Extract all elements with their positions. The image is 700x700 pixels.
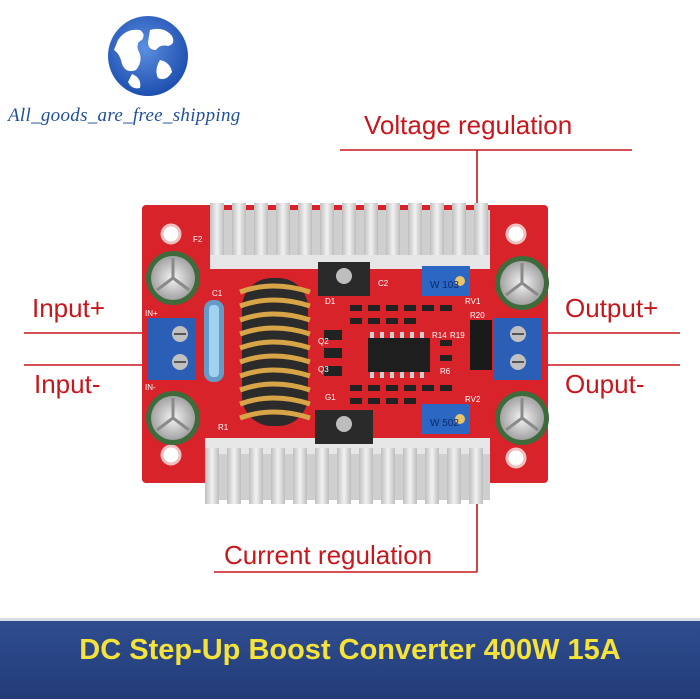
capacitor-top-left bbox=[146, 251, 200, 305]
mark-r6: R6 bbox=[440, 367, 451, 376]
silkscreen: W 103 W 502 RV1 RV2 R20 R14 R19 R6 D1 C2… bbox=[145, 235, 485, 432]
mark-in-minus: IN- bbox=[145, 383, 156, 392]
potentiometer-voltage bbox=[422, 266, 470, 296]
mark-d1: D1 bbox=[325, 297, 336, 306]
heatsink-bottom bbox=[205, 438, 490, 504]
input-terminal bbox=[148, 318, 196, 380]
mark-c1: C1 bbox=[212, 289, 223, 298]
toroid-inductor bbox=[239, 278, 311, 426]
mark-q2: Q2 bbox=[318, 337, 329, 346]
heatsink-top bbox=[210, 203, 490, 269]
output-minus-label: Ouput- bbox=[565, 369, 645, 399]
capacitor-bottom-right bbox=[495, 391, 549, 445]
control-ic bbox=[368, 332, 430, 378]
input-minus-label: Input- bbox=[34, 369, 101, 399]
globe-logo bbox=[108, 16, 188, 96]
title-banner bbox=[0, 618, 700, 699]
current-regulation-label: Current regulation bbox=[224, 540, 433, 570]
output-plus-label: Output+ bbox=[565, 293, 659, 323]
input-plus-label: Input+ bbox=[32, 293, 106, 323]
mark-q3: Q3 bbox=[318, 365, 329, 374]
capacitor-bottom-left bbox=[146, 391, 200, 445]
voltage-regulation-label: Voltage regulation bbox=[364, 110, 573, 140]
mark-r14: R14 bbox=[432, 331, 447, 340]
mark-f2: F2 bbox=[193, 235, 203, 244]
mosfets bbox=[315, 262, 373, 444]
mark-g1: G1 bbox=[325, 393, 336, 402]
mark-in-plus: IN+ bbox=[145, 309, 158, 318]
mark-r1: R1 bbox=[218, 423, 229, 432]
mark-r20: R20 bbox=[470, 311, 485, 320]
pot-current-mark: W 502 bbox=[430, 418, 459, 429]
mark-c2: C2 bbox=[378, 279, 389, 288]
store-name: All_goods_are_free_shipping bbox=[8, 105, 241, 126]
output-terminal bbox=[494, 318, 542, 380]
mark-r19: R19 bbox=[450, 331, 465, 340]
product-title: DC Step-Up Boost Converter 400W 15A bbox=[79, 634, 621, 666]
smd-components bbox=[324, 305, 492, 404]
fuse bbox=[204, 300, 224, 382]
capacitor-top-right bbox=[495, 256, 549, 310]
pot-voltage-mark: W 103 bbox=[430, 280, 459, 291]
mark-rv1: RV1 bbox=[465, 297, 481, 306]
potentiometer-current bbox=[422, 404, 470, 434]
mark-rv2: RV2 bbox=[465, 395, 481, 404]
